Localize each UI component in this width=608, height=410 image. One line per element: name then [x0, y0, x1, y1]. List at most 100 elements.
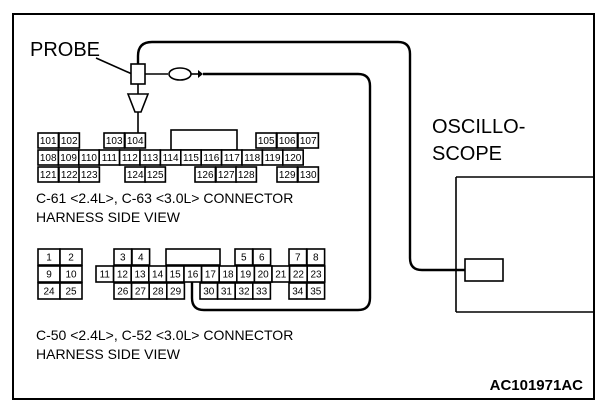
ground-clip — [168, 67, 203, 81]
pin-number: 115 — [183, 153, 199, 164]
probe-leader-line — [95, 57, 133, 75]
pin-number: 17 — [205, 270, 217, 281]
pin-number: 125 — [147, 170, 164, 181]
pin-number: 105 — [258, 136, 275, 147]
pin-cell — [58, 132, 81, 149]
pin-cell — [306, 282, 326, 300]
pin-cell — [59, 282, 83, 300]
pin-number: 24 — [43, 287, 55, 298]
pin-cell — [131, 248, 151, 266]
pin-cell — [166, 282, 186, 300]
pin-number: 13 — [134, 270, 146, 281]
pin-cell — [124, 132, 147, 149]
pin-cell — [252, 282, 272, 300]
pin-number: 109 — [60, 153, 77, 164]
oscilloscope-label-line2: SCOPE — [432, 143, 502, 165]
pin-cell — [297, 166, 320, 183]
pin-cell — [59, 248, 83, 266]
pin-number: 7 — [295, 253, 301, 264]
pin-number: 1 — [46, 253, 52, 264]
pin-number: 108 — [40, 153, 57, 164]
pin-number: 104 — [127, 136, 144, 147]
pin-number: 14 — [152, 270, 164, 281]
pin-number: 126 — [197, 170, 214, 181]
pin-number: 119 — [265, 153, 281, 164]
pin-number: 107 — [300, 136, 317, 147]
probe-cable — [136, 40, 465, 272]
pin-cell — [306, 248, 326, 266]
pin-number: 21 — [275, 270, 287, 281]
pin-number: 29 — [170, 287, 182, 298]
pin-cell — [144, 166, 167, 183]
pin-number: 113 — [142, 153, 158, 164]
pin-number: 6 — [259, 253, 265, 264]
probe-tip — [126, 93, 150, 113]
pin-number: 11 — [100, 270, 111, 281]
connector-bottom-caption-1: C-50 <2.4L>, C-52 <3.0L> CONNECTOR — [36, 327, 293, 343]
pin-cell — [281, 149, 304, 166]
pin-number: 101 — [40, 136, 57, 147]
pin-number: 121 — [40, 170, 57, 181]
pin-number: 25 — [65, 287, 77, 298]
pin-cell — [297, 132, 320, 149]
connector-top-caption-2: HARNESS SIDE VIEW — [36, 209, 181, 225]
connector-bottom-lock-tab — [165, 248, 221, 266]
connector-top-lock-tab — [170, 129, 238, 151]
oscilloscope-label-line1: OSCILLO- — [432, 116, 525, 138]
pin-number: 12 — [117, 270, 129, 281]
pin-number: 118 — [244, 153, 260, 164]
probe-label: PROBE — [30, 39, 100, 61]
probe-handle — [130, 63, 146, 85]
pin-number: 123 — [81, 170, 98, 181]
pin-number: 20 — [258, 270, 270, 281]
pin-number: 35 — [310, 287, 322, 298]
pin-cell — [235, 166, 258, 183]
pin-number: 2 — [68, 253, 74, 264]
pin-number: 9 — [46, 270, 52, 281]
oscilloscope — [455, 176, 594, 313]
pin-number: 106 — [279, 136, 296, 147]
pin-cell — [306, 265, 326, 283]
pin-number: 34 — [292, 287, 304, 298]
pin-number: 33 — [256, 287, 268, 298]
pin-number: 4 — [138, 253, 144, 264]
pin-number: 120 — [285, 153, 302, 164]
pin-number: 18 — [222, 270, 234, 281]
clip-body — [168, 67, 192, 81]
pin-number: 10 — [65, 270, 77, 281]
pin-number: 28 — [152, 287, 164, 298]
pin-number: 117 — [224, 153, 240, 164]
pin-number: 114 — [163, 153, 179, 164]
pin-number: 102 — [61, 136, 78, 147]
pin-number: 124 — [127, 170, 144, 181]
pin-number: 110 — [81, 153, 97, 164]
pin-number: 27 — [135, 287, 147, 298]
probe — [126, 63, 168, 140]
pin-number: 32 — [238, 287, 250, 298]
figure-code: AC101971AC — [490, 377, 584, 394]
pin-number: 116 — [203, 153, 219, 164]
pin-number: 5 — [241, 253, 247, 264]
pin-number: 30 — [203, 287, 215, 298]
oscilloscope-input-jack — [464, 258, 504, 282]
pin-number: 129 — [279, 170, 296, 181]
pin-number: 111 — [102, 153, 118, 164]
pin-number: 103 — [106, 136, 123, 147]
pin-cell — [78, 166, 101, 183]
ground-lead — [190, 72, 372, 312]
pin-number: 8 — [313, 253, 319, 264]
pin-cell — [59, 265, 83, 283]
figure-frame — [12, 13, 595, 400]
pin-number: 112 — [122, 153, 138, 164]
pin-number: 15 — [170, 270, 182, 281]
pin-number: 23 — [310, 270, 322, 281]
pin-number: 26 — [117, 287, 129, 298]
pin-number: 130 — [300, 170, 317, 181]
pin-number: 31 — [221, 287, 233, 298]
pin-number: 16 — [187, 270, 199, 281]
